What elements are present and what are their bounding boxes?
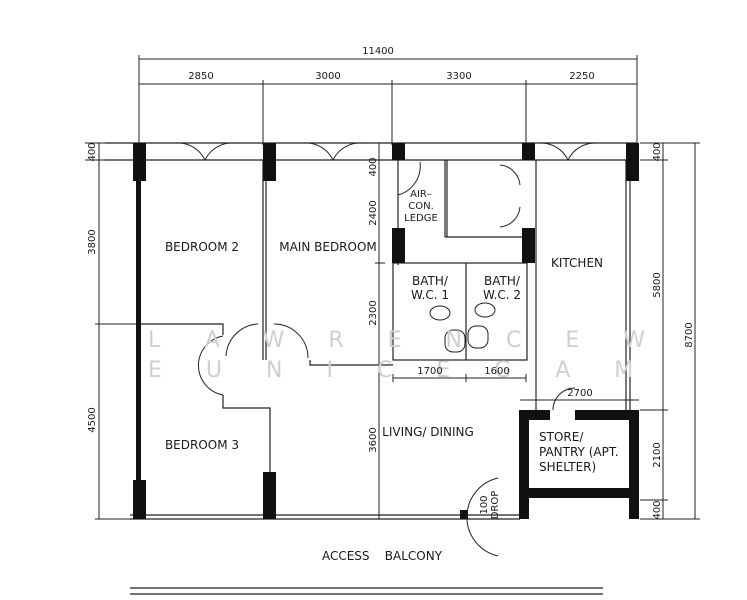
- dim-top-1: 2850: [188, 71, 213, 82]
- watermark-line2: EUNICEGAM: [148, 358, 677, 383]
- refuse-drop-line1: 100: [479, 495, 490, 514]
- dim-right-2: 5800: [652, 272, 663, 297]
- room-bath2-line1: BATH/: [484, 274, 521, 288]
- dim-bath-1: 1700: [417, 366, 442, 377]
- dim-inner-1: 400: [368, 157, 379, 176]
- dim-inner-3: 2300: [368, 300, 379, 325]
- dim-right-3: 2100: [652, 442, 663, 467]
- room-bedroom-3: BEDROOM 3: [165, 438, 239, 452]
- dim-right-4: 400: [652, 500, 663, 519]
- dim-left-3: 4500: [87, 407, 98, 432]
- dim-top-3: 3300: [446, 71, 471, 82]
- room-bath1-line1: BATH/: [412, 274, 449, 288]
- refuse-drop-line2: DROP: [490, 491, 501, 520]
- access-balcony-label: ACCESS BALCONY: [322, 549, 443, 563]
- room-store-line3: SHELTER): [539, 460, 596, 474]
- room-store-line1: STORE/: [539, 430, 584, 444]
- dim-left-1: 400: [87, 142, 98, 161]
- watermark-line1: LAWRENCEW: [148, 328, 689, 353]
- room-store-line2: PANTRY (APT.: [539, 445, 619, 459]
- dim-top-4: 2250: [569, 71, 594, 82]
- dim-inner-4: 3600: [368, 427, 379, 452]
- room-aircon-line3: LEDGE: [404, 213, 438, 224]
- room-bedroom-2: BEDROOM 2: [165, 240, 239, 254]
- room-main-bedroom: MAIN BEDROOM: [279, 240, 377, 254]
- dim-left-2: 3800: [87, 229, 98, 254]
- room-aircon-line2: CON.: [408, 201, 434, 212]
- room-kitchen: KITCHEN: [551, 256, 603, 270]
- dim-bath-2: 1600: [484, 366, 509, 377]
- room-bath1-line2: W.C. 1: [411, 288, 449, 302]
- dim-store-width: 2700: [567, 388, 592, 399]
- dim-right-1: 400: [652, 142, 663, 161]
- dim-right-outer: 8700: [684, 322, 695, 347]
- room-aircon-line1: AIR–: [410, 189, 432, 200]
- room-living-dining: LIVING/ DINING: [382, 425, 474, 439]
- dim-inner-2: 2400: [368, 200, 379, 225]
- room-bath2-line2: W.C. 2: [483, 288, 521, 302]
- dim-overall-width: 11400: [362, 46, 394, 57]
- dim-top-2: 3000: [315, 71, 340, 82]
